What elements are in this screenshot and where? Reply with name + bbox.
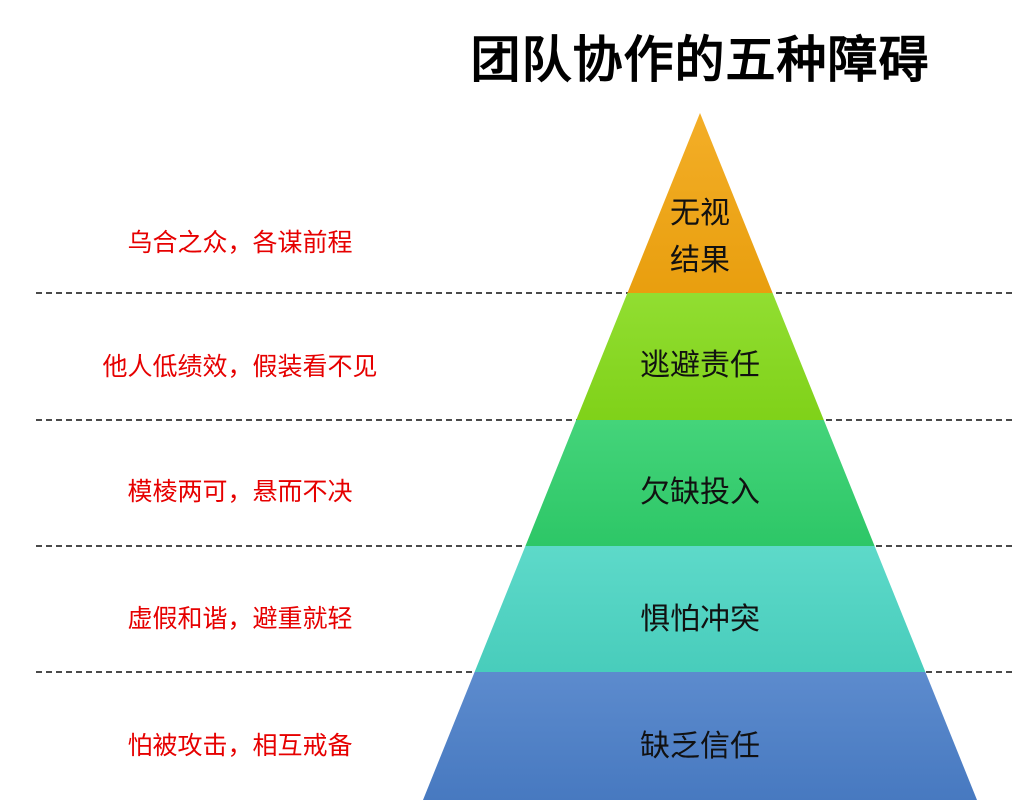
divider-line-1 [36, 292, 1012, 294]
pyramid-band-trust [423, 672, 977, 800]
pyramid-label-trust: 缺乏信任 [640, 730, 760, 763]
page-title: 团队协作的五种障碍 [470, 32, 930, 88]
divider-line-2 [36, 419, 1012, 421]
pyramid-label-results: 无视结果 [670, 197, 730, 277]
pyramid-label-accountability: 逃避责任 [640, 349, 760, 382]
divider-line-3 [36, 545, 1012, 547]
annotation-accountability: 他人低绩效，假装看不见 [102, 353, 378, 381]
annotation-results: 乌合之众，各谋前程 [127, 229, 353, 257]
annotation-commitment: 模棱两可，悬而不决 [127, 478, 353, 506]
pyramid-label-commitment: 欠缺投入 [640, 476, 760, 509]
pyramid-label-conflict: 惧怕冲突 [640, 603, 760, 636]
annotation-conflict: 虚假和谐，避重就轻 [127, 605, 353, 633]
annotation-trust: 怕被攻击，相互戒备 [127, 732, 353, 760]
